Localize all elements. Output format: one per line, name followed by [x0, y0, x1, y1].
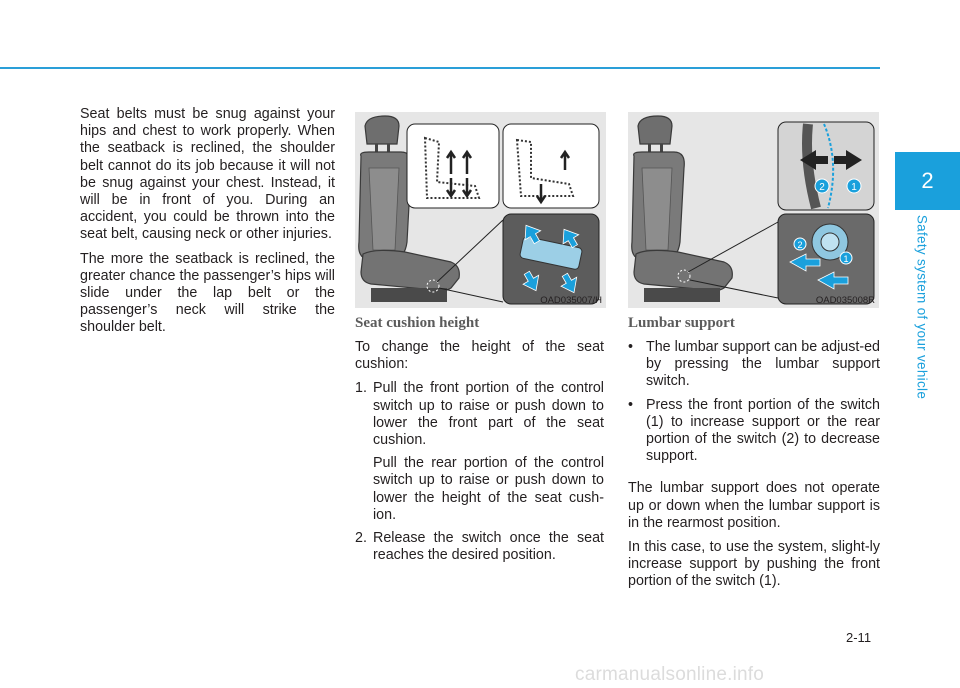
chapter-tab: 2 — [895, 152, 960, 210]
paragraph: The lumbar support does not operate up o… — [628, 480, 880, 531]
list-item-text: Pull the front portion of the control sw… — [373, 380, 604, 449]
header-rule — [0, 67, 880, 69]
chapter-title-vertical: Safety system of your vehicle — [912, 212, 932, 402]
paragraph: In this case, to use the system, slight-… — [628, 539, 880, 590]
list-item: 1. Pull the front portion of the control… — [355, 380, 604, 449]
chapter-number: 2 — [921, 168, 934, 193]
warning-text-column: Seat belts must be snug against your hip… — [80, 106, 335, 344]
watermark: carmanualsonline.info — [575, 664, 765, 685]
figure-label-2: 2 — [797, 240, 802, 250]
figure-label-2: 2 — [819, 182, 825, 193]
section-heading: Seat cushion height — [355, 315, 480, 331]
figure-label-1: 1 — [843, 254, 848, 264]
list-marker: 1. — [355, 380, 367, 397]
list-item: 2. Release the switch once the seat reac… — [355, 530, 604, 564]
seat-cushion-section: Seat cushion height To change the height… — [355, 314, 604, 570]
paragraph: Pull the rear portion of the control swi… — [373, 455, 604, 523]
chapter-title: Safety system of your vehicle — [914, 214, 930, 400]
seat-illustration: 2 1 2 1 — [631, 115, 875, 305]
list-item: • The lumbar support can be adjust-ed by… — [628, 339, 880, 391]
section-heading: Lumbar support — [628, 315, 735, 331]
lumbar-support-section: Lumbar support • The lumbar support can … — [628, 314, 880, 598]
list-item: • Press the front portion of the switch … — [628, 397, 880, 466]
figure-code: OAD035007/H — [540, 295, 602, 306]
figure-label-1: 1 — [851, 182, 857, 193]
bullet: • — [628, 396, 634, 413]
figure-code: OAD035008R — [815, 295, 875, 306]
seat-cushion-figure: OAD035007/H — [355, 112, 606, 308]
list-item-text: Release the switch once the seat reaches… — [373, 530, 604, 564]
paragraph: The more the seatback is reclined, the g… — [80, 250, 335, 336]
bullet: • — [628, 339, 634, 355]
seat-illustration — [358, 115, 600, 305]
paragraph: Seat belts must be snug against your hip… — [80, 106, 335, 243]
list-marker: 2. — [355, 530, 367, 547]
lumbar-support-figure: 2 1 2 1 OAD035008R — [628, 112, 879, 308]
list-item-text: The lumbar support can be adjust-ed by p… — [646, 339, 880, 390]
page-number: 2-11 — [846, 630, 872, 645]
list-item-text: Press the front portion of the switch (1… — [646, 396, 880, 465]
paragraph: To change the height of the seat cushion… — [355, 339, 604, 373]
